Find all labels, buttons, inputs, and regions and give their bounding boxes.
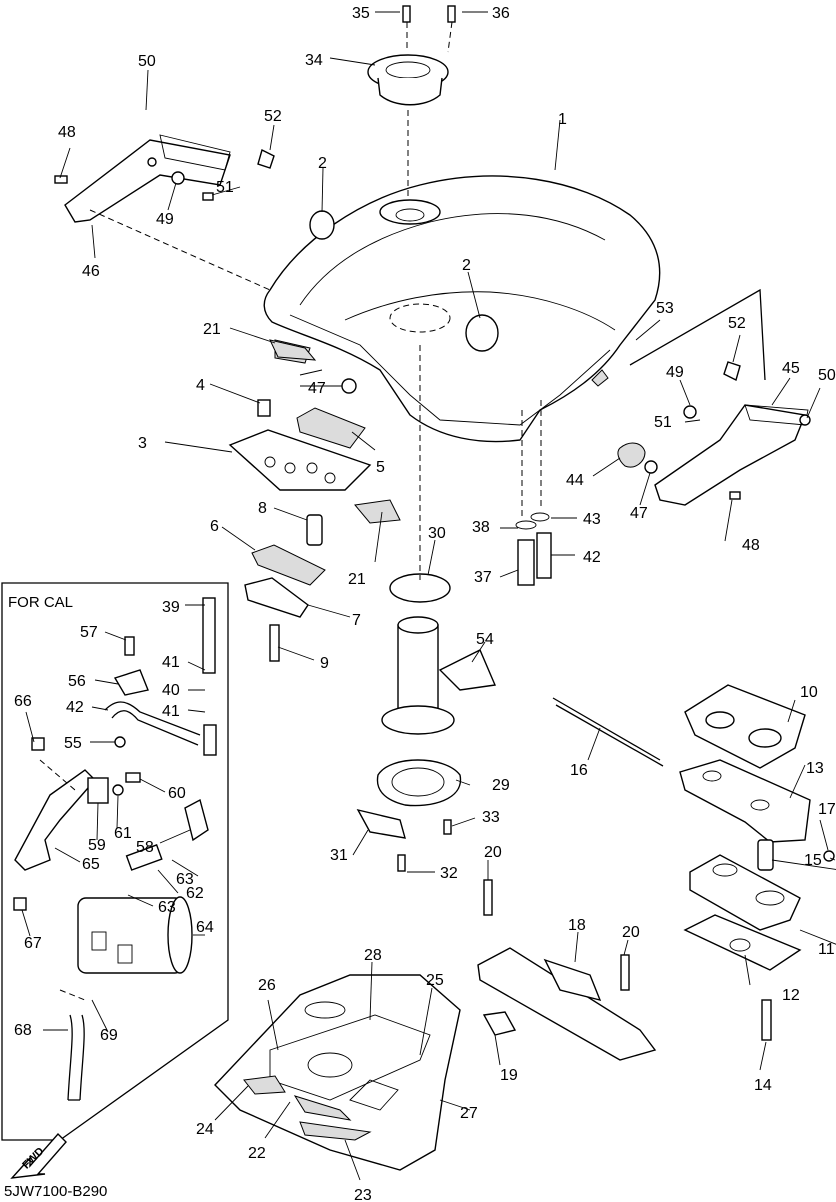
part-label-41: 41 bbox=[162, 654, 180, 671]
part-label-29: 29 bbox=[492, 777, 510, 794]
part-label-33: 33 bbox=[482, 809, 500, 826]
part-label-38: 38 bbox=[472, 519, 490, 536]
part-label-22: 22 bbox=[248, 1145, 266, 1162]
part-label-5: 5 bbox=[376, 459, 385, 476]
part-number-labels: 1223456789101112131415161718192020212122… bbox=[14, 5, 836, 1202]
part-label-8: 8 bbox=[258, 500, 267, 517]
part-label-20: 20 bbox=[622, 924, 640, 941]
part-label-42: 42 bbox=[66, 699, 84, 716]
part-label-12: 12 bbox=[782, 987, 800, 1004]
part-label-67: 67 bbox=[24, 935, 42, 952]
part-label-50: 50 bbox=[138, 53, 156, 70]
for-cal-inset bbox=[1, 582, 229, 1141]
fuel-cap bbox=[367, 5, 456, 200]
inset-title: FOR CAL bbox=[8, 594, 73, 611]
part-label-19: 19 bbox=[500, 1067, 518, 1084]
part-label-43: 43 bbox=[583, 511, 601, 528]
hoses bbox=[515, 400, 646, 586]
part-label-66: 66 bbox=[14, 693, 32, 710]
part-label-14: 14 bbox=[754, 1077, 772, 1094]
part-label-49: 49 bbox=[156, 211, 174, 228]
part-label-41: 41 bbox=[162, 703, 180, 720]
part-label-21: 21 bbox=[203, 321, 221, 338]
part-label-40: 40 bbox=[162, 682, 180, 699]
part-label-52: 52 bbox=[264, 108, 282, 125]
part-label-20: 20 bbox=[484, 844, 502, 861]
part-label-65: 65 bbox=[82, 856, 100, 873]
part-label-49: 49 bbox=[666, 364, 684, 381]
part-label-24: 24 bbox=[196, 1121, 214, 1138]
part-label-47: 47 bbox=[630, 505, 648, 522]
part-label-52: 52 bbox=[728, 315, 746, 332]
part-label-36: 36 bbox=[492, 5, 510, 22]
part-label-2: 2 bbox=[462, 257, 471, 274]
part-label-48: 48 bbox=[742, 537, 760, 554]
part-label-63: 63 bbox=[176, 871, 194, 888]
part-label-63: 63 bbox=[158, 899, 176, 916]
part-label-47: 47 bbox=[308, 380, 326, 397]
part-label-46: 46 bbox=[82, 263, 100, 280]
part-label-58: 58 bbox=[136, 839, 154, 856]
part-label-23: 23 bbox=[354, 1187, 372, 1202]
part-label-45: 45 bbox=[782, 360, 800, 377]
part-label-53: 53 bbox=[656, 300, 674, 317]
part-label-55: 55 bbox=[64, 735, 82, 752]
part-label-56: 56 bbox=[68, 673, 86, 690]
part-label-68: 68 bbox=[14, 1022, 32, 1039]
part-label-3: 3 bbox=[138, 435, 147, 452]
part-label-16: 16 bbox=[570, 762, 588, 779]
mount-plate-assembly bbox=[228, 339, 401, 662]
part-label-61: 61 bbox=[114, 825, 132, 842]
fuel-pump bbox=[356, 345, 497, 872]
fwd-arrow-icon bbox=[10, 1132, 67, 1179]
part-label-54: 54 bbox=[476, 631, 494, 648]
part-label-27: 27 bbox=[460, 1105, 478, 1122]
leader-lines bbox=[21, 11, 836, 1181]
part-label-42: 42 bbox=[583, 549, 601, 566]
part-label-31: 31 bbox=[330, 847, 348, 864]
part-label-57: 57 bbox=[80, 624, 98, 641]
part-label-1: 1 bbox=[558, 111, 567, 128]
part-label-62: 62 bbox=[186, 885, 204, 902]
part-label-7: 7 bbox=[352, 612, 361, 629]
part-label-32: 32 bbox=[440, 865, 458, 882]
part-label-21: 21 bbox=[348, 571, 366, 588]
part-label-39: 39 bbox=[162, 599, 180, 616]
part-label-59: 59 bbox=[88, 837, 106, 854]
part-label-9: 9 bbox=[320, 655, 329, 672]
fuel-tank bbox=[263, 175, 661, 443]
part-label-10: 10 bbox=[800, 684, 818, 701]
part-label-51: 51 bbox=[216, 179, 234, 196]
part-label-35: 35 bbox=[352, 5, 370, 22]
part-label-25: 25 bbox=[426, 972, 444, 989]
part-label-69: 69 bbox=[100, 1027, 118, 1044]
part-label-48: 48 bbox=[58, 124, 76, 141]
part-label-2: 2 bbox=[318, 155, 327, 172]
right-bracket bbox=[629, 288, 811, 506]
part-label-28: 28 bbox=[364, 947, 382, 964]
drawing-code: 5JW7100-B290 bbox=[4, 1183, 107, 1200]
lower-cover bbox=[214, 974, 461, 1171]
left-bracket bbox=[54, 134, 275, 291]
part-label-51: 51 bbox=[654, 414, 672, 431]
part-label-64: 64 bbox=[196, 919, 214, 936]
part-label-26: 26 bbox=[258, 977, 276, 994]
part-label-6: 6 bbox=[210, 518, 219, 535]
part-label-11: 11 bbox=[818, 941, 835, 958]
part-label-13: 13 bbox=[806, 760, 824, 777]
part-label-4: 4 bbox=[196, 377, 205, 394]
rear-bracket-assembly bbox=[477, 684, 835, 1061]
part-label-17: 17 bbox=[818, 801, 836, 818]
part-label-44: 44 bbox=[566, 472, 584, 489]
part-label-50: 50 bbox=[818, 367, 836, 384]
part-label-34: 34 bbox=[305, 52, 323, 69]
part-label-37: 37 bbox=[474, 569, 492, 586]
part-label-18: 18 bbox=[568, 917, 586, 934]
part-label-60: 60 bbox=[168, 785, 186, 802]
part-label-15: 15 bbox=[804, 852, 822, 869]
part-label-30: 30 bbox=[428, 525, 446, 542]
